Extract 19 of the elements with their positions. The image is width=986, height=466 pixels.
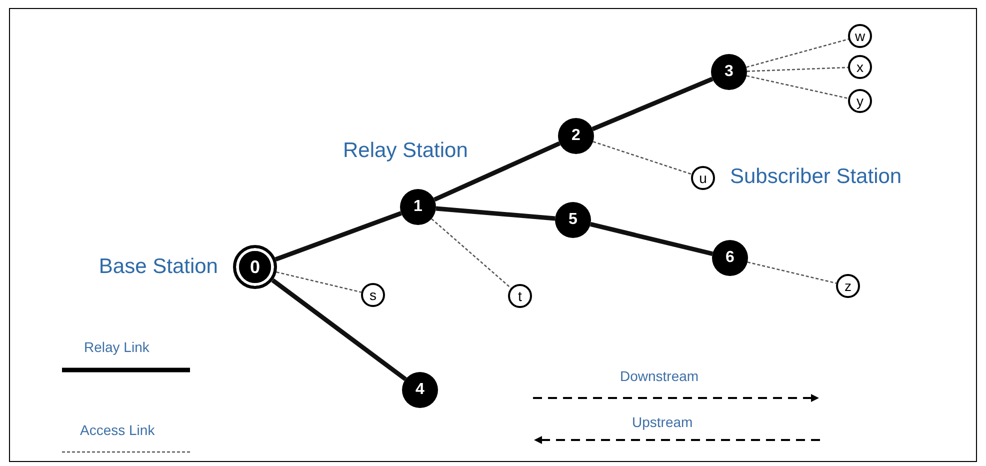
relay-link	[436, 206, 556, 221]
station-label: Subscriber Station	[730, 164, 902, 190]
legend-label: Upstream	[632, 414, 693, 432]
access-link	[276, 271, 362, 293]
legend-label: Relay Link	[84, 339, 150, 356]
legend-label: Downstream	[620, 368, 699, 386]
station-label: Base Station	[98, 254, 218, 280]
relay-link	[592, 76, 714, 132]
relay-link	[271, 278, 407, 382]
legend-label: Access Link	[80, 422, 155, 440]
access-link	[592, 141, 692, 175]
access-link	[746, 75, 848, 100]
access-link	[747, 262, 836, 284]
station-label: Relay Station	[343, 138, 468, 164]
access-link	[746, 38, 849, 68]
relay-link	[590, 222, 714, 256]
access-link	[431, 218, 512, 289]
relay-link	[434, 141, 560, 202]
access-link	[746, 66, 848, 72]
